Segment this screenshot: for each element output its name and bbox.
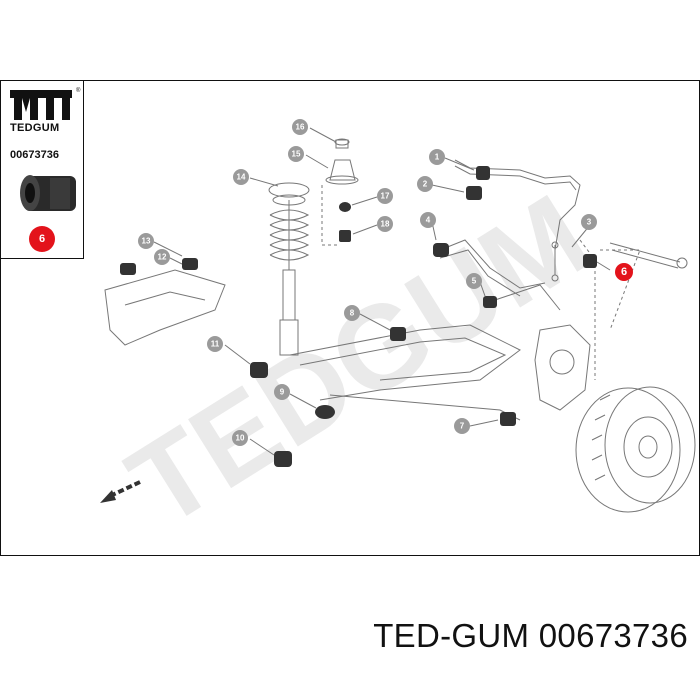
bushing-12 xyxy=(120,263,136,275)
bushing-10 xyxy=(274,451,292,467)
callout-3: 3 xyxy=(581,214,597,230)
callout-15: 15 xyxy=(288,146,304,162)
callout-6: 6 xyxy=(615,263,633,281)
bushings xyxy=(120,166,597,467)
callout-11: 11 xyxy=(207,336,223,352)
brand-name: TEDGUM xyxy=(10,122,60,134)
callout-16: 16 xyxy=(292,119,308,135)
svg-text:16: 16 xyxy=(296,123,305,132)
footer-part-label: TED-GUM 00673736 xyxy=(373,617,688,654)
svg-text:2: 2 xyxy=(423,180,428,189)
svg-text:17: 17 xyxy=(381,192,390,201)
bushing-8 xyxy=(390,327,406,341)
tedgum-logo-icon: ® xyxy=(10,87,81,120)
svg-text:15: 15 xyxy=(292,150,301,159)
bushing-13 xyxy=(182,258,198,270)
svg-text:11: 11 xyxy=(211,340,220,349)
svg-text:18: 18 xyxy=(381,220,390,229)
callout-1: 1 xyxy=(429,149,445,165)
callout-18: 18 xyxy=(377,216,393,232)
front-direction-arrow-icon xyxy=(100,480,141,503)
svg-text:5: 5 xyxy=(472,277,477,286)
svg-text:8: 8 xyxy=(350,309,355,318)
bushing-9 xyxy=(315,405,335,419)
callout-12: 12 xyxy=(154,249,170,265)
bushing-2 xyxy=(466,186,482,200)
leader-lines xyxy=(153,127,611,456)
svg-text:1: 1 xyxy=(435,153,440,162)
svg-text:3: 3 xyxy=(587,218,592,227)
bushing-18 xyxy=(339,230,351,242)
callout-8: 8 xyxy=(344,305,360,321)
callouts: 1 2 3 4 5 6 7 8 9 10 11 12 13 14 15 16 1… xyxy=(138,119,633,446)
bushing-7 xyxy=(500,412,516,426)
svg-text:10: 10 xyxy=(236,434,245,443)
callout-17: 17 xyxy=(377,188,393,204)
svg-text:6: 6 xyxy=(39,233,45,245)
callout-2: 2 xyxy=(417,176,433,192)
callout-5: 5 xyxy=(466,273,482,289)
brand-part-code: 00673736 xyxy=(10,149,59,161)
bushing-4 xyxy=(433,243,449,257)
svg-text:14: 14 xyxy=(237,173,246,182)
svg-text:13: 13 xyxy=(142,237,151,246)
svg-text:4: 4 xyxy=(426,216,431,225)
registered-mark: ® xyxy=(76,87,81,94)
brand-box xyxy=(0,80,84,259)
bushing-product-image xyxy=(20,175,76,211)
bushing-11 xyxy=(250,362,268,378)
callout-13: 13 xyxy=(138,233,154,249)
callout-4: 4 xyxy=(420,212,436,228)
bushing-17 xyxy=(339,202,351,212)
svg-text:12: 12 xyxy=(158,253,167,262)
bushing-1 xyxy=(476,166,490,180)
callout-9: 9 xyxy=(274,384,290,400)
callout-7: 7 xyxy=(454,418,470,434)
svg-text:9: 9 xyxy=(280,388,285,397)
brand-highlight-callout: 6 xyxy=(29,226,55,252)
bushing-5 xyxy=(483,296,497,308)
bushing-6 xyxy=(583,254,597,268)
svg-text:6: 6 xyxy=(621,266,627,278)
svg-text:7: 7 xyxy=(460,422,465,431)
callout-14: 14 xyxy=(233,169,249,185)
callout-10: 10 xyxy=(232,430,248,446)
